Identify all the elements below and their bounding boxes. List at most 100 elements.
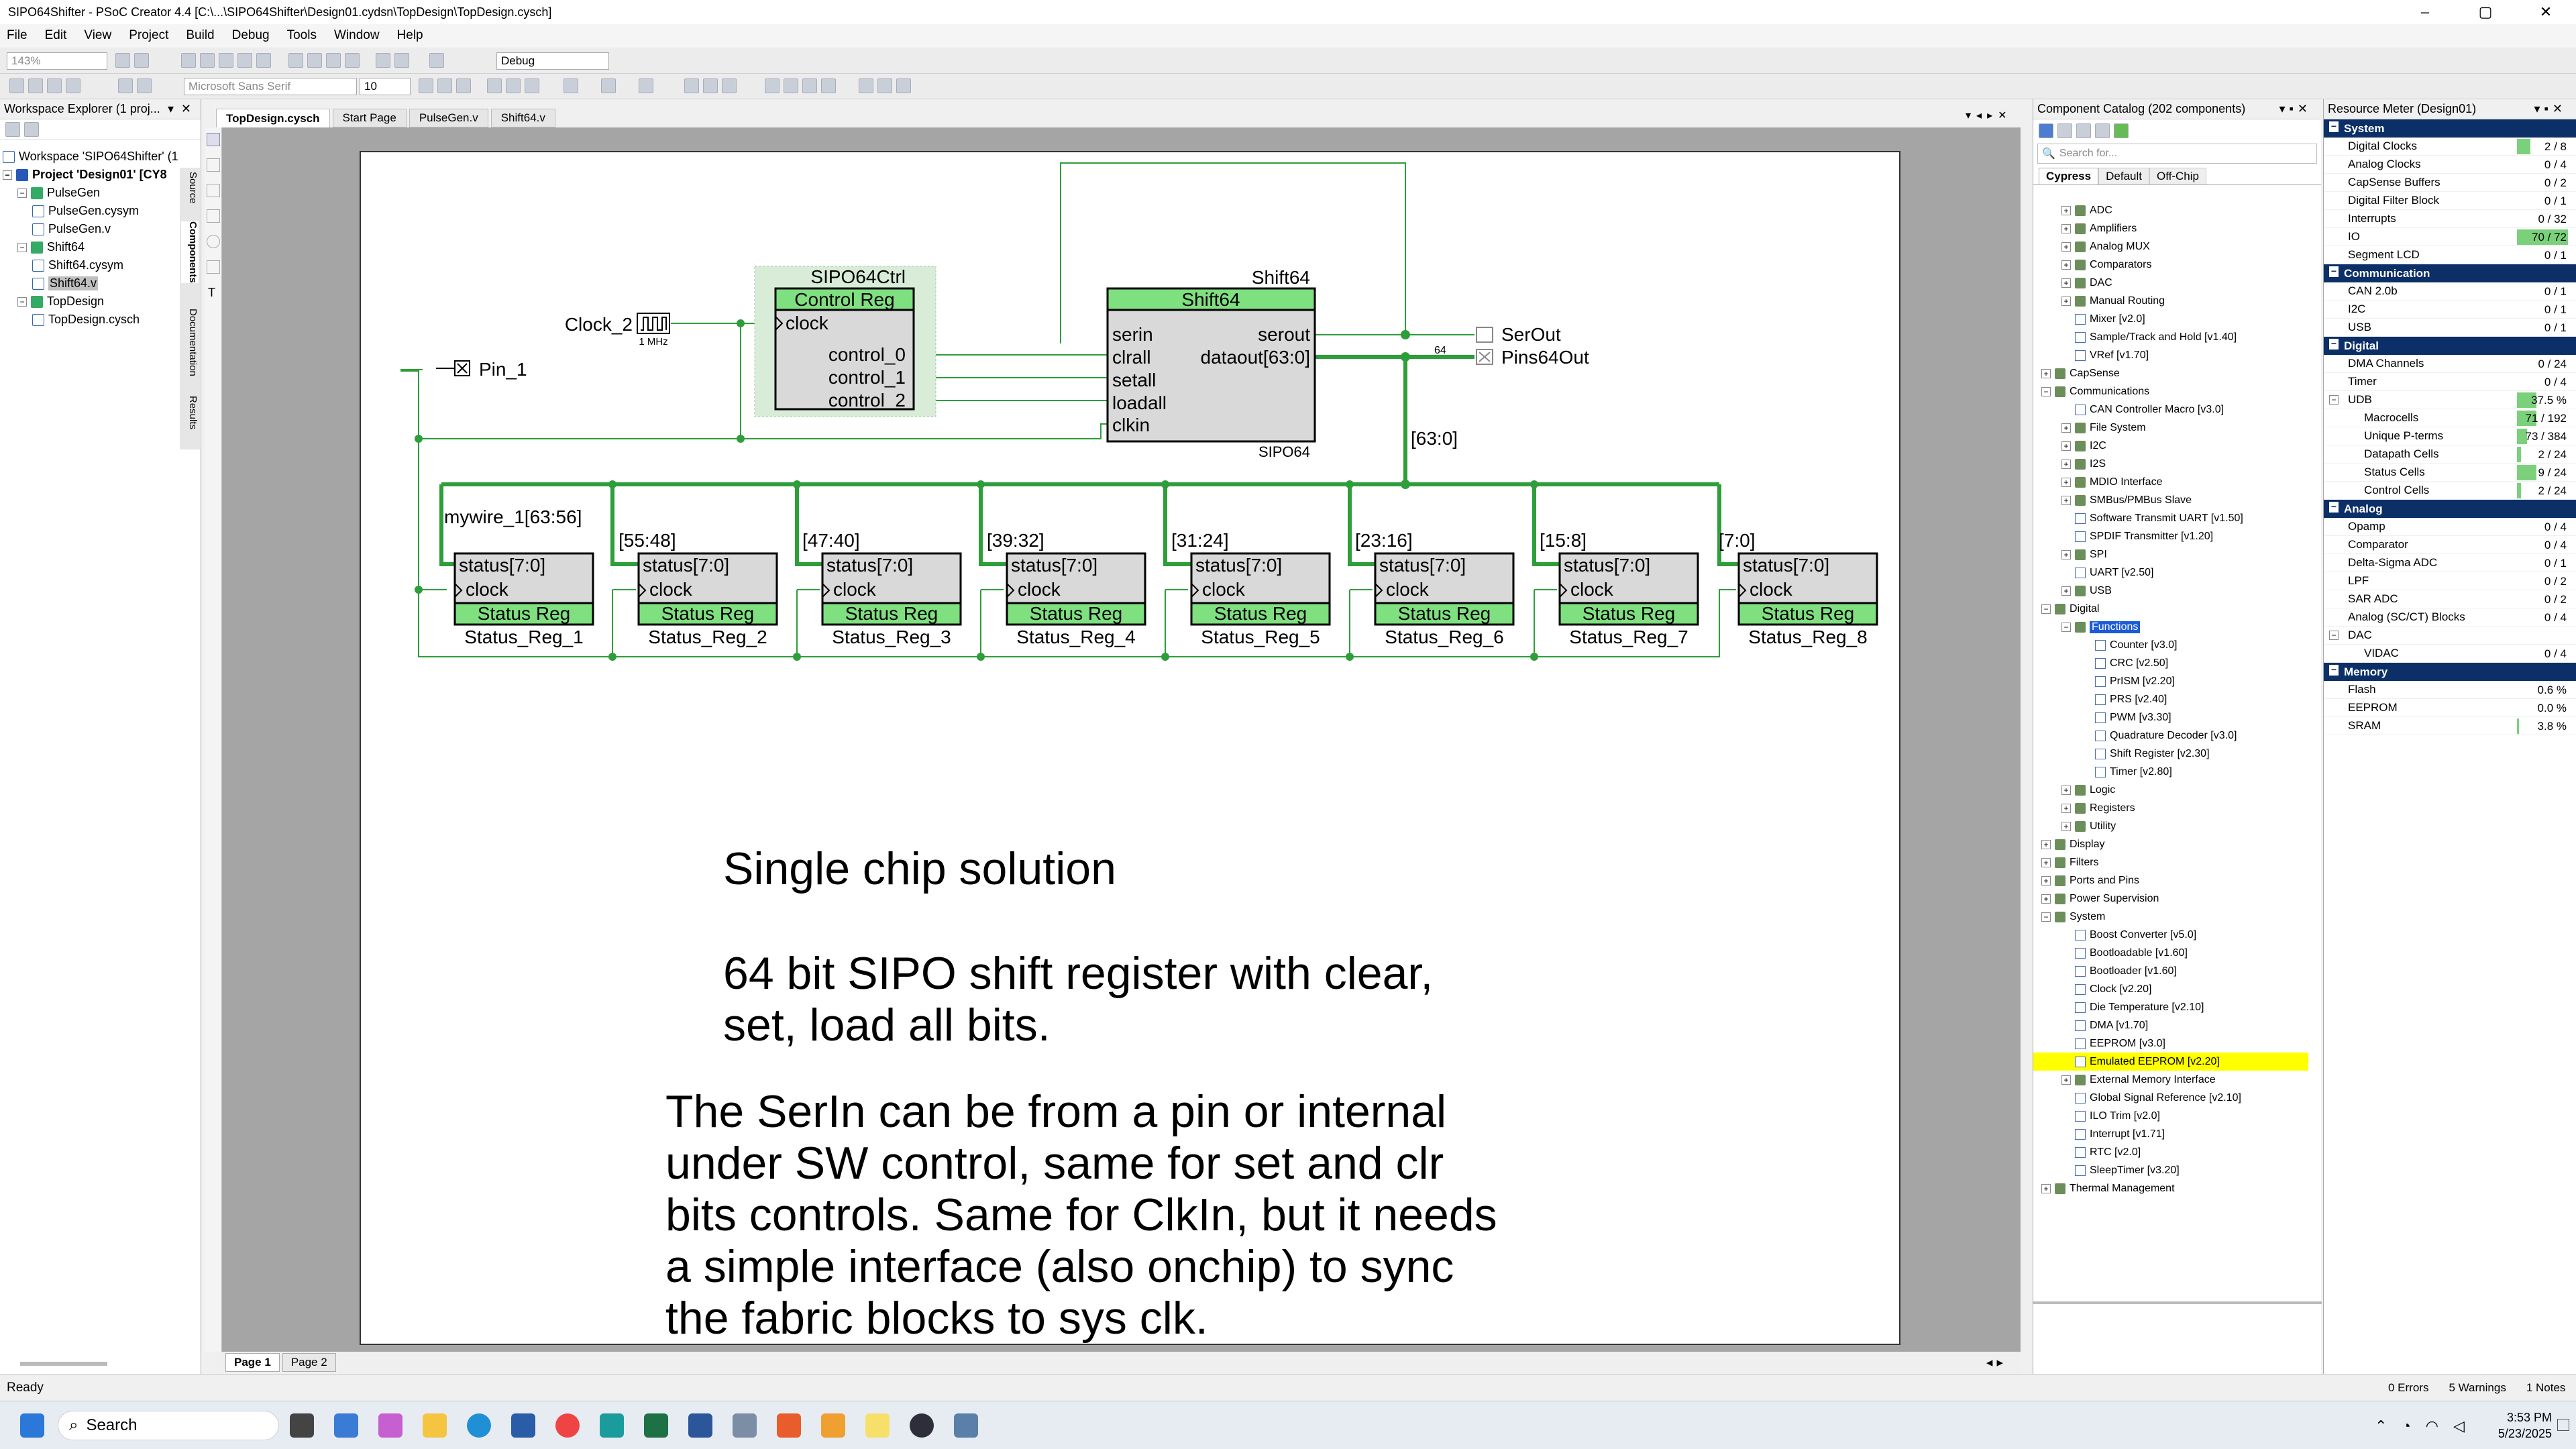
resource-panel-controls[interactable]: ▾▪✕ (2534, 102, 2567, 115)
project-node[interactable]: −Project 'Design01' [CY8 (3, 166, 178, 184)
menu-build[interactable]: Build (186, 28, 215, 42)
catalog-item[interactable]: Timer [v2.80] (2033, 763, 2308, 781)
catalog-item[interactable]: +ADC (2033, 201, 2308, 219)
catalog-search[interactable]: 🔍Search for... (2037, 144, 2317, 164)
save-all-icon[interactable] (237, 53, 252, 68)
catalog-item[interactable]: +Thermal Management (2033, 1179, 2308, 1197)
serout-pin-component[interactable] (1476, 327, 1493, 343)
catalog-item[interactable]: Bootloader [v1.60] (2033, 962, 2308, 980)
workspace-refresh-icon[interactable] (5, 121, 20, 137)
document-tab-controls[interactable]: ▾◂▸✕ (1966, 110, 2012, 121)
file-explorer-icon[interactable] (423, 1413, 447, 1438)
workspace-item[interactable]: Shift64.cysym (3, 256, 178, 274)
resource-section[interactable]: Analog (2324, 500, 2576, 518)
tab-documentation[interactable]: Documentation (187, 309, 199, 376)
ungroup-icon[interactable] (877, 78, 892, 93)
menu-debug[interactable]: Debug (231, 28, 270, 42)
catalog-item[interactable]: +I2S (2033, 455, 2308, 473)
menu-help[interactable]: Help (396, 28, 423, 42)
align-left-icon[interactable] (487, 78, 502, 93)
catalog-item[interactable]: +Amplifiers (2033, 219, 2308, 237)
resource-section[interactable]: System (2324, 119, 2576, 138)
workspace-item[interactable]: Shift64.v (3, 274, 178, 292)
clock[interactable]: 3:53 PM 5/23/2025 (2491, 1409, 2552, 1442)
chrome-icon[interactable] (555, 1413, 580, 1438)
status-reg-component[interactable] (453, 552, 594, 604)
workspace-item[interactable]: PulseGen.cysym (3, 202, 178, 220)
expand-icon[interactable]: + (2061, 459, 2071, 469)
catalog-item[interactable]: +External Memory Interface (2033, 1071, 2308, 1089)
redo-icon[interactable] (394, 53, 409, 68)
zoom-out-icon[interactable] (134, 53, 149, 68)
brave-icon[interactable] (777, 1413, 801, 1438)
catalog-item[interactable]: DMA [v1.70] (2033, 1016, 2308, 1034)
page-scroll-icon[interactable]: ◂▸ (1986, 1355, 2007, 1370)
copy-icon[interactable] (307, 53, 322, 68)
arduino-icon[interactable] (600, 1413, 624, 1438)
catalog-refresh-icon[interactable] (2095, 123, 2110, 138)
catalog-item[interactable]: PWM [v3.30] (2033, 708, 2308, 727)
catalog-item[interactable]: −Functions (2033, 618, 2308, 636)
collapse-icon[interactable]: − (17, 242, 27, 252)
expand-icon[interactable]: − (2041, 912, 2051, 922)
delete-icon[interactable] (345, 53, 360, 68)
expand-icon[interactable]: + (2061, 205, 2071, 215)
tab-results[interactable]: Results (187, 396, 199, 430)
workspace-item[interactable]: −PulseGen (3, 184, 178, 202)
close-icon[interactable]: ✕ (2539, 3, 2553, 20)
resource-section[interactable]: Digital (2324, 337, 2576, 355)
tab-default[interactable]: Default (2098, 168, 2149, 184)
taskbar-search[interactable]: ⌕Search (58, 1411, 279, 1440)
expand-icon[interactable]: − (2041, 386, 2051, 396)
catalog-item[interactable]: SPDIF Transmitter [v1.20] (2033, 527, 2308, 545)
catalog-item[interactable]: +Ports and Pins (2033, 871, 2308, 890)
rebuild-icon[interactable] (28, 78, 43, 93)
clean-icon[interactable] (47, 78, 62, 93)
font-size-combo[interactable]: 10 (360, 78, 411, 95)
grid-icon[interactable] (896, 78, 911, 93)
status-reg-component[interactable] (1190, 552, 1331, 604)
catalog-item[interactable]: −System (2033, 908, 2308, 926)
cut-icon[interactable] (288, 53, 303, 68)
copilot-icon[interactable] (378, 1413, 402, 1438)
menu-file[interactable]: File (7, 28, 28, 42)
wire-tool-icon[interactable] (207, 158, 220, 172)
volume-icon[interactable]: ◁ (2453, 1417, 2465, 1434)
italic-icon[interactable] (437, 78, 452, 93)
catalog-item[interactable]: +Manual Routing (2033, 292, 2308, 310)
collapse-icon[interactable]: − (17, 297, 27, 307)
tab-start-page[interactable]: Start Page (332, 109, 407, 127)
underline-icon[interactable] (456, 78, 471, 93)
stop-icon[interactable] (137, 78, 152, 93)
align-center-icon[interactable] (506, 78, 521, 93)
expand-icon[interactable]: − (2041, 604, 2051, 614)
catalog-item[interactable]: VRef [v1.70] (2033, 346, 2308, 364)
catalog-item[interactable]: −Communications (2033, 382, 2308, 400)
catalog-item[interactable]: Quadrature Decoder [v3.0] (2033, 727, 2308, 745)
expand-icon[interactable]: + (2061, 821, 2071, 831)
find-icon[interactable] (429, 53, 444, 68)
rotate-left-icon[interactable] (765, 78, 780, 93)
expand-icon[interactable]: + (2061, 423, 2071, 433)
pan-tool-icon[interactable] (207, 184, 220, 197)
catalog-import-icon[interactable] (2114, 123, 2129, 138)
menu-tools[interactable]: Tools (286, 28, 317, 42)
font-color-icon[interactable] (564, 78, 578, 93)
expand-icon[interactable]: + (2061, 241, 2071, 252)
rect-tool-icon[interactable] (207, 209, 220, 223)
task-view-icon[interactable] (290, 1413, 314, 1438)
status-reg-component[interactable] (821, 552, 962, 604)
workspace-item[interactable]: −Shift64 (3, 238, 178, 256)
notifications-icon[interactable] (2557, 1419, 2569, 1431)
word-icon[interactable] (688, 1413, 712, 1438)
catalog-item[interactable]: CAN Controller Macro [v3.0] (2033, 400, 2308, 419)
catalog-item[interactable]: +MDIO Interface (2033, 473, 2308, 491)
catalog-item[interactable]: +SMBus/PMBus Slave (2033, 491, 2308, 509)
catalog-panel-controls[interactable]: ▾▪✕ (2279, 102, 2312, 115)
catalog-item[interactable]: ILO Trim [v2.0] (2033, 1107, 2308, 1125)
expand-icon[interactable]: + (2061, 1075, 2071, 1085)
expand-icon[interactable]: + (2041, 857, 2051, 867)
page-tab-2[interactable]: Page 2 (282, 1353, 336, 1372)
notepad-icon[interactable] (865, 1413, 890, 1438)
line-tool-icon[interactable] (207, 260, 220, 274)
